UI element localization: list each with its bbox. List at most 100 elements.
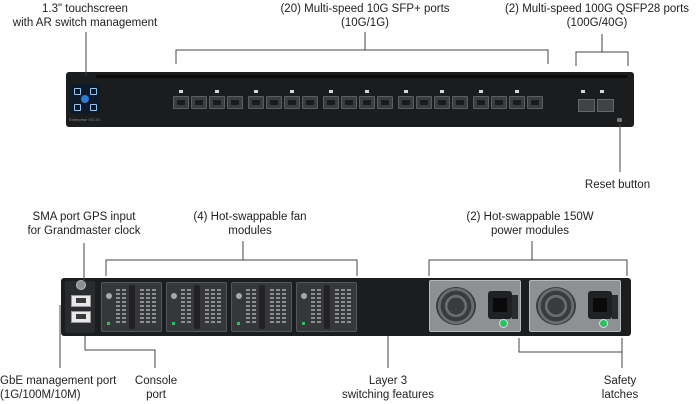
switch-front-panel: Enterprise XG 24 [66,72,634,127]
power-bracket [428,259,628,276]
sfp-port[interactable] [527,96,543,109]
sfp-port[interactable] [209,96,225,109]
sfp-link-led [515,90,519,93]
sfp-link-led [179,90,183,93]
touchscreen-label: 1.3" touchscreen with AR switch manageme… [12,3,158,29]
psu-fan-grill [436,287,476,325]
fan-vent [341,289,345,325]
layer3-label: Layer 3 switching features [341,375,435,401]
sfp-port[interactable] [266,96,282,109]
fan-status-led [172,322,175,325]
qsfp-link-led [581,90,585,93]
sfp-port-group-5 [473,96,543,109]
sfp-link-led [479,90,483,93]
fan-status-led [302,322,305,325]
sfp-port-group-4 [398,96,468,109]
sfp-link-led [215,90,219,93]
sfp-port[interactable] [302,96,318,109]
fan-handle[interactable] [194,285,200,329]
fan-knob [301,293,307,299]
gbe-management-port[interactable] [71,295,91,307]
screen-center-icon [81,95,89,103]
qsfp-port-2[interactable] [597,99,614,112]
sfp-link-led [254,90,258,93]
fan-vent [181,289,185,325]
sfp-port[interactable] [473,96,489,109]
fan-vent [217,289,221,325]
management-panel [65,280,95,333]
fan-vent [335,289,339,325]
fan-vent [311,289,315,325]
sfp-ports-label: (20) Multi-speed 10G SFP+ ports (10G/1G) [280,3,450,29]
fan-module-4[interactable] [296,282,357,332]
safety-latch[interactable] [512,295,518,319]
power-module-2[interactable] [529,280,621,332]
fan-vent [270,289,274,325]
sfp-link-led [290,90,294,93]
power-socket[interactable] [488,291,512,319]
fan-vent [140,289,144,325]
fan-vent [211,289,215,325]
qsfp-port-1[interactable] [578,99,595,112]
qsfp-ports-label: (2) Multi-speed 100G QSFP28 ports (100G/… [504,3,690,29]
screen-glyph-icon [74,88,81,95]
psu-status-led [599,319,608,328]
sfp-port[interactable] [173,96,189,109]
safety-latch[interactable] [612,295,618,319]
sfp-port[interactable] [323,96,339,109]
top-ridge [96,75,628,78]
power-socket[interactable] [588,291,612,319]
latch-bracket [518,338,623,353]
sfp-port-group-1 [173,96,243,109]
sfp-port[interactable] [248,96,264,109]
psu-fan-grill [536,287,576,325]
fan-vent [187,289,191,325]
reset-button[interactable] [617,118,622,122]
sfp-port[interactable] [191,96,207,109]
console-port[interactable] [71,311,91,323]
fan-handle[interactable] [259,285,265,329]
fan-status-led [237,322,240,325]
sfp-port[interactable] [416,96,432,109]
fan-module-3[interactable] [231,282,292,332]
sfp-link-led [404,90,408,93]
fan-vent [116,289,120,325]
sma-gps-port[interactable] [76,280,86,290]
fan-handle[interactable] [129,285,135,329]
fan-handle[interactable] [324,285,330,329]
qsfp-bracket [575,51,629,66]
sfp-bracket [175,49,549,64]
sfp-port[interactable] [341,96,357,109]
touchscreen-display[interactable] [70,84,100,114]
sfp-port[interactable] [452,96,468,109]
sfp-port[interactable] [359,96,375,109]
fan-module-2[interactable] [166,282,227,332]
sfp-port[interactable] [509,96,525,109]
sfp-port[interactable] [377,96,393,109]
sfp-link-led [329,90,333,93]
model-text: Enterprise XG 24 [69,117,100,122]
psu-status-led [499,319,508,328]
qsfp-link-led [600,90,604,93]
fan-vent [252,289,256,325]
fan-module-1[interactable] [101,282,162,332]
fan-vent [146,289,150,325]
sfp-port[interactable] [434,96,450,109]
sfp-port[interactable] [491,96,507,109]
sfp-port[interactable] [284,96,300,109]
sfp-port[interactable] [227,96,243,109]
fan-knob [236,293,242,299]
sma-gps-label: SMA port GPS input for Grandmaster clock [27,211,141,237]
fan-vent [282,289,286,325]
screen-glyph-icon [74,104,81,111]
console-port-label: Console port [134,375,178,401]
safety-latches-label: Safety latches [601,375,639,401]
fan-knob [171,293,177,299]
sfp-port[interactable] [398,96,414,109]
sfp-link-led [440,90,444,93]
fan-modules-label: (4) Hot-swappable fan modules [193,211,307,237]
screen-glyph-icon [90,104,97,111]
power-module-1[interactable] [429,280,521,332]
fan-vent [246,289,250,325]
